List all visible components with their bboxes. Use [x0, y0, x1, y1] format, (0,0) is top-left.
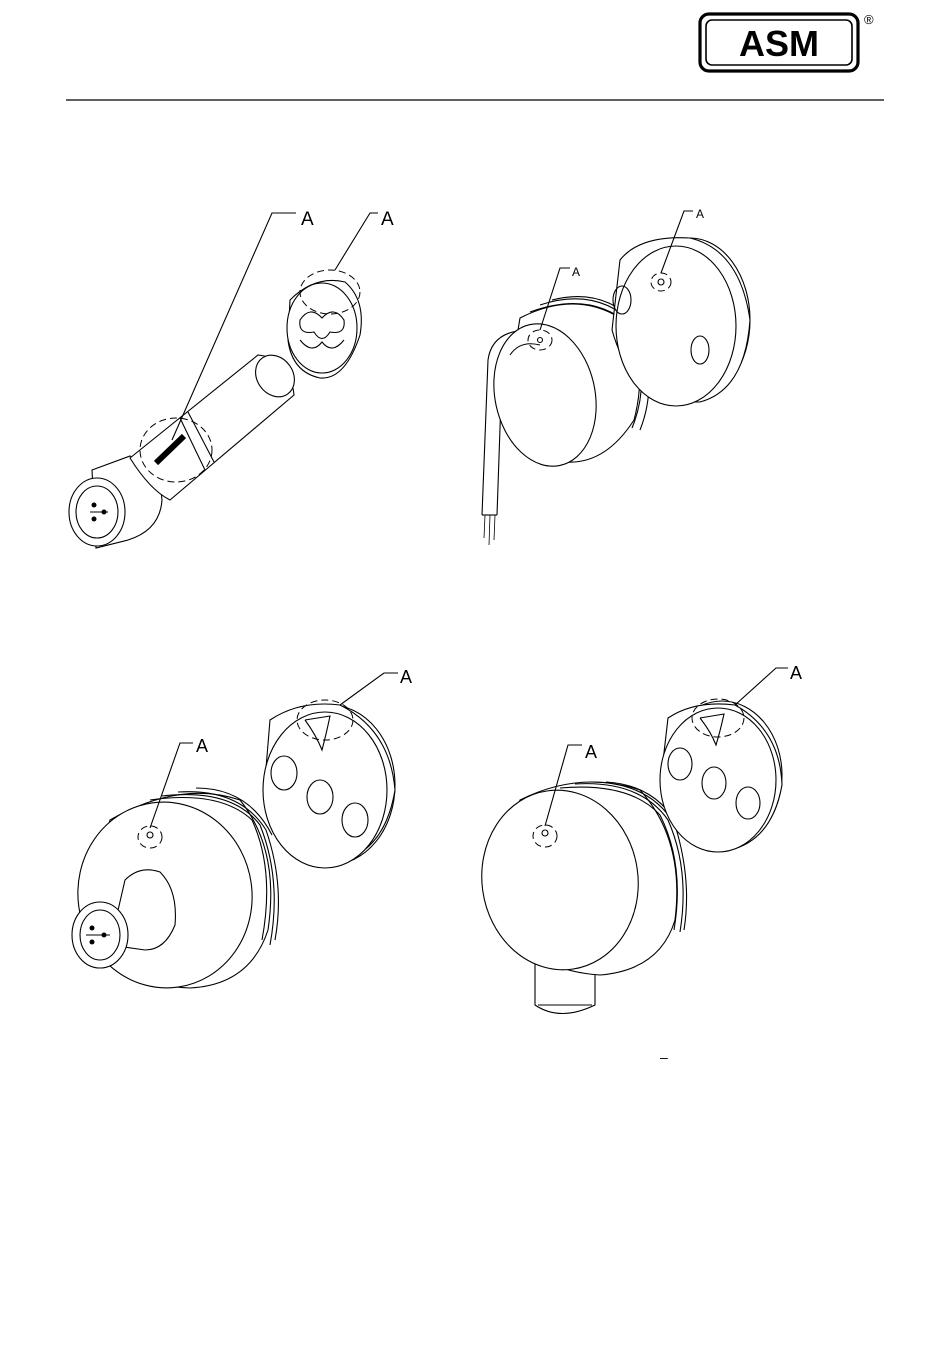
figure-cable-sensor: A A — [481, 207, 750, 545]
callout-label: A — [301, 209, 314, 230]
callout-label: A — [790, 663, 802, 683]
callout-label: A — [196, 736, 208, 756]
asm-logo: ASM — [700, 14, 858, 71]
figure-tube-sensor: A A — [69, 209, 394, 548]
callout-label: A — [400, 667, 412, 687]
callout-label: A — [585, 742, 597, 762]
registered-mark: ® — [864, 12, 874, 27]
figure-axial-connector-sensor: A A — [66, 667, 412, 999]
callout-label: A — [696, 207, 704, 221]
footer-mark: – — [660, 1049, 668, 1065]
logo-text: ASM — [739, 23, 819, 64]
figure-radial-connector-sensor: A A — [470, 663, 802, 1014]
callout-label: A — [572, 265, 580, 279]
callout-label: A — [381, 209, 394, 230]
